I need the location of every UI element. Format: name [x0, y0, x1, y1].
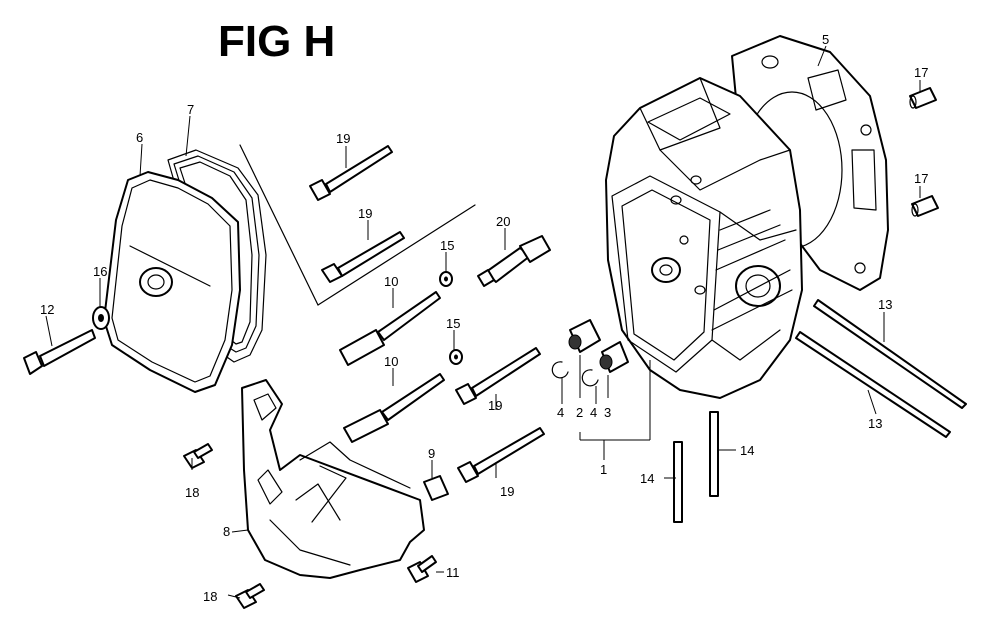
- long-bolt-part-19-third: [455, 347, 541, 405]
- callout-19-b: 19: [358, 206, 372, 221]
- stud-part-14-left: [673, 441, 683, 523]
- long-bolt-part-19-second: [321, 231, 405, 283]
- separator-lines: [239, 144, 476, 306]
- callout-11: 11: [446, 565, 460, 580]
- callout-17-b: 17: [914, 171, 928, 186]
- push-rod-part-13-upper: [813, 299, 967, 409]
- callout-15-a: 15: [440, 238, 454, 253]
- callout-14-a: 14: [640, 471, 654, 486]
- callout-3: 3: [604, 405, 611, 420]
- head-cover-part-6: [103, 171, 241, 393]
- stud-part-14-right: [709, 411, 719, 497]
- bolt-part-18-upper: [183, 443, 213, 469]
- callout-9: 9: [428, 446, 435, 461]
- callout-19-c: 19: [488, 398, 502, 413]
- callout-13-a: 13: [878, 297, 892, 312]
- callout-4-b: 4: [590, 405, 597, 420]
- figure-title: FIG H: [218, 17, 335, 66]
- callout-15-b: 15: [446, 316, 460, 331]
- callout-7: 7: [187, 102, 194, 117]
- callout-8: 8: [223, 524, 230, 539]
- callout-4-a: 4: [557, 405, 564, 420]
- callout-1: 1: [600, 462, 607, 477]
- callout-6: 6: [136, 130, 143, 145]
- guide-plate-part-8: [241, 379, 425, 579]
- stud-bolt-part-10-upper: [339, 291, 441, 366]
- spark-plug-part-20: [477, 235, 551, 287]
- callout-14-b: 14: [740, 443, 754, 458]
- clip-part-4-left: [551, 361, 569, 379]
- valve-guide-part-2: [568, 319, 601, 353]
- callout-19-a: 19: [336, 131, 350, 146]
- washer-part-16: [92, 306, 110, 330]
- callout-numbers: 12 16 6 7 19 19 15 15 20 10 10 19 19 18 …: [40, 32, 928, 604]
- callout-17-a: 17: [914, 65, 928, 80]
- long-bolt-part-19-fourth: [457, 427, 545, 483]
- callout-2: 2: [576, 405, 583, 420]
- callout-18-a: 18: [185, 485, 199, 500]
- callout-16: 16: [93, 264, 107, 279]
- cylinder-head-part-1: [605, 77, 803, 399]
- callout-18-b: 18: [203, 589, 217, 604]
- callout-10-a: 10: [384, 274, 398, 289]
- callout-5: 5: [822, 32, 829, 47]
- callout-13-b: 13: [868, 416, 882, 431]
- stud-bolt-part-10-lower: [343, 373, 445, 443]
- callout-10-b: 10: [384, 354, 398, 369]
- callout-19-d: 19: [500, 484, 514, 499]
- leader-lines: [45, 45, 921, 599]
- clip-part-4-right: [581, 369, 599, 387]
- dowel-pin-part-17-upper: [909, 87, 937, 109]
- bracket-part-9: [423, 475, 449, 501]
- cover-bolt-part-12: [23, 329, 96, 375]
- valve-guide-part-3: [599, 341, 629, 373]
- bolt-part-18-lower: [235, 583, 265, 609]
- bolt-part-11: [407, 555, 437, 583]
- washer-part-15-lower: [449, 349, 463, 365]
- callout-20: 20: [496, 214, 510, 229]
- callout-12: 12: [40, 302, 54, 317]
- dowel-pin-part-17-lower: [911, 195, 939, 217]
- washer-part-15-upper: [439, 271, 453, 287]
- long-bolt-part-19-top: [309, 145, 393, 201]
- push-rod-part-13-lower: [795, 331, 951, 438]
